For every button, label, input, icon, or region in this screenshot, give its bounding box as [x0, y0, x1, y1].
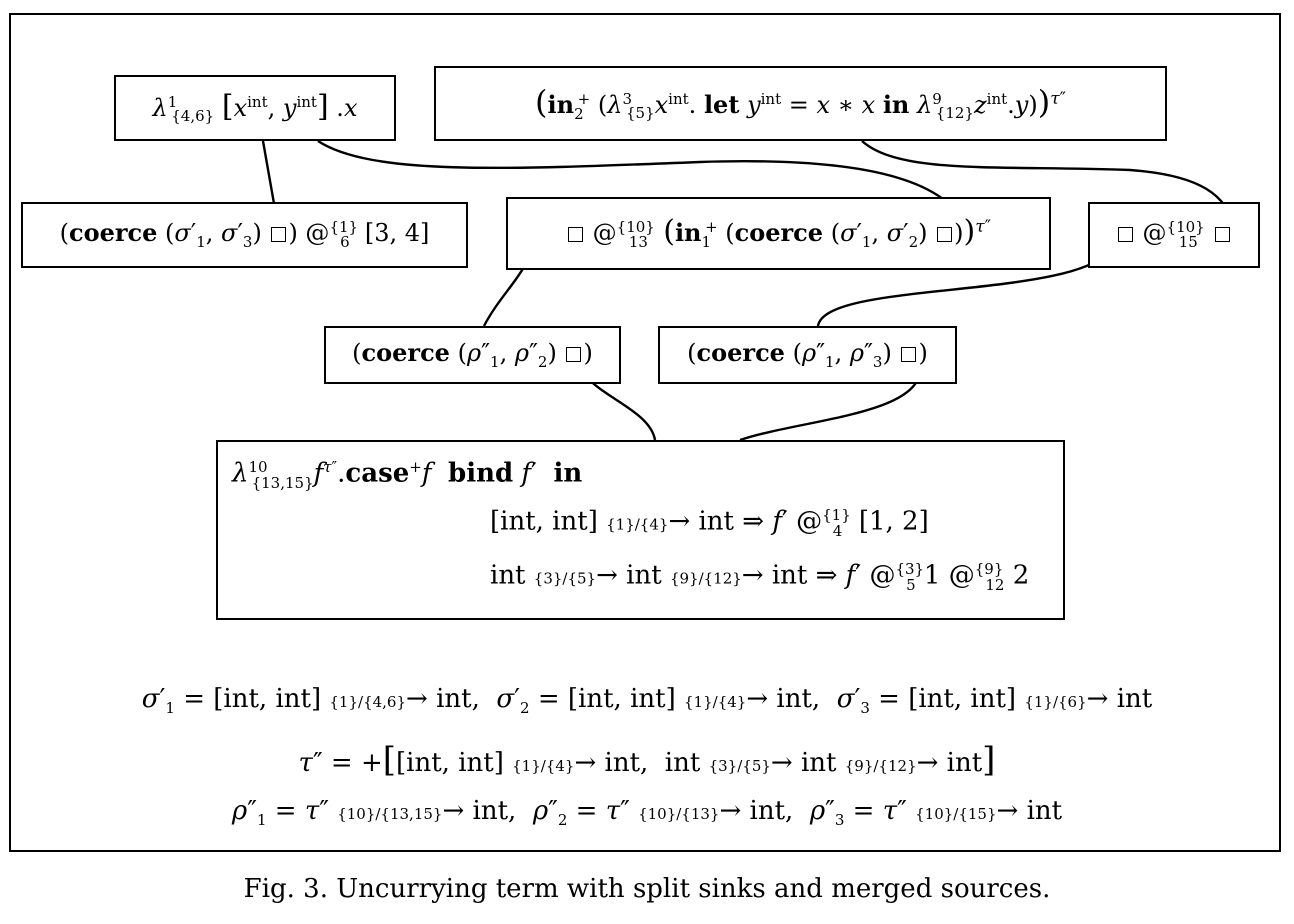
definition-tau: τ″ = +[[int, int] {1}/{4}→ int, int {3}/… [298, 740, 996, 780]
figure-frame [9, 13, 1281, 852]
hole-icon [566, 346, 582, 362]
coerce-sigma-term: (coerce (σ′1, σ′3) ) @{1}6 [3, 4] [59, 218, 430, 251]
coerce-rho2-term: (coerce (ρ″1, ρ″2) ) [352, 337, 593, 371]
coerce-sigma-box: (coerce (σ′1, σ′3) ) @{1}6 [3, 4] [21, 202, 468, 268]
hole-icon [271, 227, 287, 243]
figure-caption: Fig. 3. Uncurrying term with split sinks… [243, 874, 1051, 904]
app15-box: @{10}15 [1088, 202, 1260, 268]
lambda1-term: λ1{4,6} [xint, yint] .x [152, 88, 358, 126]
hole-icon [901, 346, 917, 362]
hole-icon [1215, 227, 1231, 243]
in2-term: (in2+ (λ3{5}xint. let yint = x ∗ x in λ9… [535, 82, 1066, 123]
in2-box: (in2+ (λ3{5}xint. let yint = x ∗ x in λ9… [434, 66, 1167, 141]
app13-term: @{10}13 (in1+ (coerce (σ′1, σ′2) ))τ″ [566, 217, 991, 250]
definition-sigma: σ′1 = [int, int] {1}/{4,6}→ int, σ′2 = [… [141, 684, 1153, 718]
coerce-rho2-box: (coerce (ρ″1, ρ″2) ) [324, 326, 621, 384]
definition-rho: ρ″1 = τ″ {10}/{13,15}→ int, ρ″2 = τ″ {10… [231, 796, 1063, 830]
arrow-lambda1-to-app13-hole [317, 139, 970, 231]
arrow-in2-to-app15-hole [861, 140, 1237, 231]
coerce-rho3-term: (coerce (ρ″1, ρ″3) ) [687, 337, 928, 371]
hole-icon [1117, 227, 1133, 243]
hole-icon [568, 227, 584, 243]
case-line-head: λ10{13,15}fτ″.case+f bind f′ in [232, 458, 583, 492]
coerce-rho3-box: (coerce (ρ″1, ρ″3) ) [658, 326, 957, 384]
case-box: λ10{13,15}fτ″.case+f bind f′ in [int, in… [216, 440, 1065, 620]
app15-term: @{10}15 [1116, 220, 1232, 250]
lambda1-box: λ1{4,6} [xint, yint] .x [114, 75, 396, 141]
case-line-branch2: int {3}/{5}→ int {9}/{12}→ int ⇒ f′ @{3}… [490, 560, 1030, 594]
hole-icon [937, 227, 953, 243]
case-line-branch1: [int, int] {1}/{4}→ int ⇒ f′ @{1}4 [1, 2… [490, 506, 929, 540]
app13-box: @{10}13 (in1+ (coerce (σ′1, σ′2) ))τ″ [506, 197, 1051, 270]
arrow-case-to-coerce-r3 [739, 371, 923, 442]
